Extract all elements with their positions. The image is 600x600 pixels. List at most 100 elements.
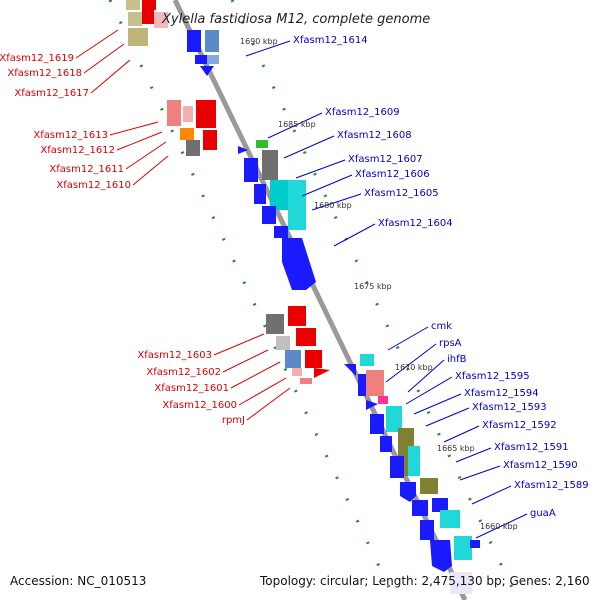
label-leader: [385, 343, 437, 383]
feature-block[interactable]: [262, 206, 276, 224]
forward-gene-label[interactable]: ihfB: [447, 354, 467, 365]
feature-block[interactable]: [420, 478, 438, 494]
feature-block[interactable]: [128, 28, 148, 46]
forward-gene-label[interactable]: Xfasm12_1595: [455, 371, 530, 382]
forward-gene-label[interactable]: Xfasm12_1590: [503, 460, 578, 471]
feature-arrow[interactable]: [305, 350, 322, 368]
reverse-gene-label[interactable]: Xfasm12_1619: [0, 53, 74, 64]
feature-block[interactable]: [254, 184, 266, 204]
feature-arrow[interactable]: [288, 306, 306, 326]
feature-arrow[interactable]: [344, 364, 356, 376]
feature-block[interactable]: [262, 150, 278, 180]
feature-block[interactable]: [440, 510, 460, 528]
reverse-gene-label[interactable]: Xfasm12_1613: [33, 130, 108, 141]
feature-block[interactable]: [285, 350, 301, 368]
feature-arrow[interactable]: [430, 540, 452, 572]
feature-block[interactable]: [207, 55, 219, 64]
feature-block[interactable]: [420, 520, 434, 540]
label-leader: [471, 485, 512, 505]
reverse-gene-label[interactable]: rpmJ: [222, 415, 245, 426]
reverse-gene-label[interactable]: Xfasm12_1603: [137, 350, 212, 361]
feature-arrow[interactable]: [296, 328, 316, 346]
forward-gene-label[interactable]: rpsA: [439, 338, 462, 349]
feature-arrow[interactable]: [200, 66, 214, 76]
forward-gene-label[interactable]: Xfasm12_1605: [364, 188, 439, 199]
feature-block[interactable]: [142, 10, 154, 24]
label-leader: [425, 407, 470, 427]
map-title: Xylella fastidiosa M12, complete genome: [161, 12, 430, 27]
forward-gene-label[interactable]: Xfasm12_1592: [482, 420, 557, 431]
feature-block[interactable]: [386, 406, 402, 432]
feature-block[interactable]: [195, 55, 209, 64]
feature-block[interactable]: [370, 414, 384, 434]
feature-block[interactable]: [412, 500, 428, 516]
dotted-guides: [108, 0, 520, 600]
forward-gene-label[interactable]: guaA: [530, 508, 556, 519]
forward-gene-label[interactable]: Xfasm12_1607: [348, 154, 423, 165]
reverse-gene-label[interactable]: Xfasm12_1600: [162, 400, 237, 411]
feature-block[interactable]: [276, 336, 290, 350]
feature-block[interactable]: [154, 12, 168, 28]
feature-block[interactable]: [256, 140, 268, 148]
feature-block[interactable]: [360, 354, 374, 366]
feature-arrow[interactable]: [238, 146, 248, 154]
feature-block[interactable]: [292, 368, 302, 376]
feature-block[interactable]: [187, 30, 201, 52]
forward-gene-label[interactable]: Xfasm12_1606: [355, 169, 430, 180]
feature-block[interactable]: [408, 446, 420, 476]
forward-gene-label[interactable]: Xfasm12_1604: [378, 218, 453, 229]
feature-block[interactable]: [186, 140, 200, 156]
reverse-gene-label[interactable]: Xfasm12_1612: [40, 145, 115, 156]
forward-gene-label[interactable]: cmk: [431, 321, 452, 332]
forward-gene-label[interactable]: Xfasm12_1609: [325, 107, 400, 118]
forward-gene-label[interactable]: Xfasm12_1593: [472, 402, 547, 413]
reverse-gene-label[interactable]: Xfasm12_1617: [14, 88, 89, 99]
feature-block[interactable]: [390, 456, 404, 478]
feature-block[interactable]: [183, 106, 193, 122]
feature-block[interactable]: [180, 128, 194, 140]
feature-block[interactable]: [380, 436, 392, 452]
forward-gene-label[interactable]: Xfasm12_1594: [464, 388, 539, 399]
gene-features: [126, 0, 480, 594]
feature-block[interactable]: [454, 536, 472, 560]
feature-block[interactable]: [205, 30, 219, 52]
reverse-gene-label[interactable]: Xfasm12_1610: [56, 180, 131, 191]
kbp-tick-label: 1690 kbp: [240, 37, 278, 46]
kbp-tick-label: 1685 kbp: [278, 120, 316, 129]
feature-block[interactable]: [203, 130, 217, 150]
feature-block[interactable]: [470, 540, 480, 548]
reverse-gene-label[interactable]: Xfasm12_1611: [49, 164, 124, 175]
feature-arrow[interactable]: [400, 482, 416, 502]
reverse-gene-label[interactable]: Xfasm12_1601: [154, 383, 229, 394]
feature-block[interactable]: [244, 158, 258, 182]
feature-arrow[interactable]: [196, 114, 216, 128]
feature-arrow[interactable]: [282, 238, 316, 290]
reverse-gene-label[interactable]: Xfasm12_1618: [7, 68, 82, 79]
forward-gene-label[interactable]: Xfasm12_1608: [337, 130, 412, 141]
feature-arrow[interactable]: [314, 368, 330, 378]
feature-block[interactable]: [274, 226, 288, 238]
feature-block[interactable]: [288, 180, 306, 230]
feature-block[interactable]: [266, 314, 284, 334]
feature-arrow[interactable]: [196, 100, 216, 114]
feature-block[interactable]: [358, 374, 368, 396]
feature-block[interactable]: [366, 370, 384, 396]
feature-block[interactable]: [142, 0, 156, 10]
feature-block[interactable]: [432, 498, 448, 512]
feature-arrow[interactable]: [366, 400, 378, 410]
forward-gene-label[interactable]: Xfasm12_1589: [514, 480, 589, 491]
feature-block[interactable]: [128, 12, 142, 26]
feature-block[interactable]: [300, 378, 312, 384]
feature-block[interactable]: [126, 0, 140, 10]
feature-block[interactable]: [378, 396, 388, 404]
feature-block[interactable]: [450, 572, 472, 594]
feature-block[interactable]: [167, 100, 181, 126]
reverse-gene-label[interactable]: Xfasm12_1602: [146, 367, 221, 378]
forward-gene-label[interactable]: Xfasm12_1591: [494, 442, 569, 453]
label-leader: [407, 359, 445, 393]
label-leader: [413, 393, 462, 415]
feature-block[interactable]: [270, 180, 288, 210]
label-leader: [333, 223, 376, 247]
label-leader: [230, 361, 281, 389]
forward-gene-label[interactable]: Xfasm12_1614: [293, 35, 368, 46]
